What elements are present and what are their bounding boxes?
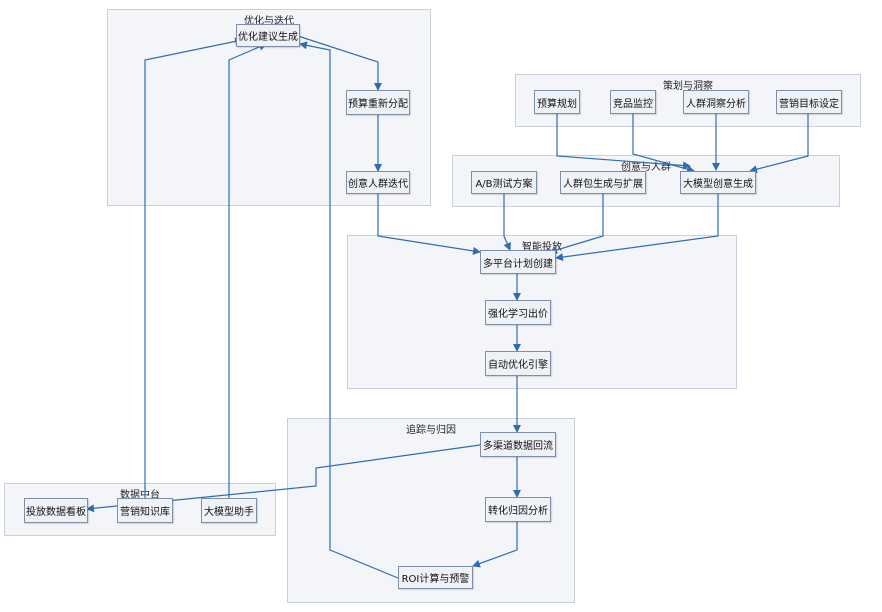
node-budget-plan[interactable]: 预算规划 <box>534 90 580 114</box>
node-attribution[interactable]: 转化归因分析 <box>485 497 551 522</box>
node-multi-platform[interactable]: 多平台计划创建 <box>480 250 556 274</box>
node-auto-opt[interactable]: 自动优化引擎 <box>485 351 551 376</box>
node-llm-creative[interactable]: 大模型创意生成 <box>680 171 756 194</box>
group-tracking-label: 追踪与归因 <box>406 425 456 436</box>
node-llm-assistant[interactable]: 大模型助手 <box>201 498 257 523</box>
node-marketing-goal[interactable]: 营销目标设定 <box>776 90 842 114</box>
node-ab-test[interactable]: A/B测试方案 <box>471 171 537 194</box>
node-rl-bidding[interactable]: 强化学习出价 <box>485 300 551 325</box>
node-audience-pack[interactable]: 人群包生成与扩展 <box>560 171 646 194</box>
group-optimize-label: 优化与迭代 <box>244 16 294 27</box>
node-dashboard[interactable]: 投放数据看板 <box>24 498 88 523</box>
node-audience-insight[interactable]: 人群洞察分析 <box>683 90 749 114</box>
group-plan-label: 策划与洞察 <box>663 81 713 92</box>
group-delivery-label: 智能投放 <box>522 242 562 253</box>
node-multi-channel[interactable]: 多渠道数据回流 <box>480 432 556 457</box>
node-budget-realloc[interactable]: 预算重新分配 <box>346 90 410 115</box>
node-creative-iter[interactable]: 创意人群迭代 <box>346 171 410 194</box>
node-knowledge-base[interactable]: 营销知识库 <box>117 498 173 523</box>
node-competitor-monitor[interactable]: 竞品监控 <box>610 90 656 114</box>
node-opt-suggest[interactable]: 优化建议生成 <box>236 24 300 47</box>
node-roi[interactable]: ROI计算与预警 <box>398 566 473 589</box>
